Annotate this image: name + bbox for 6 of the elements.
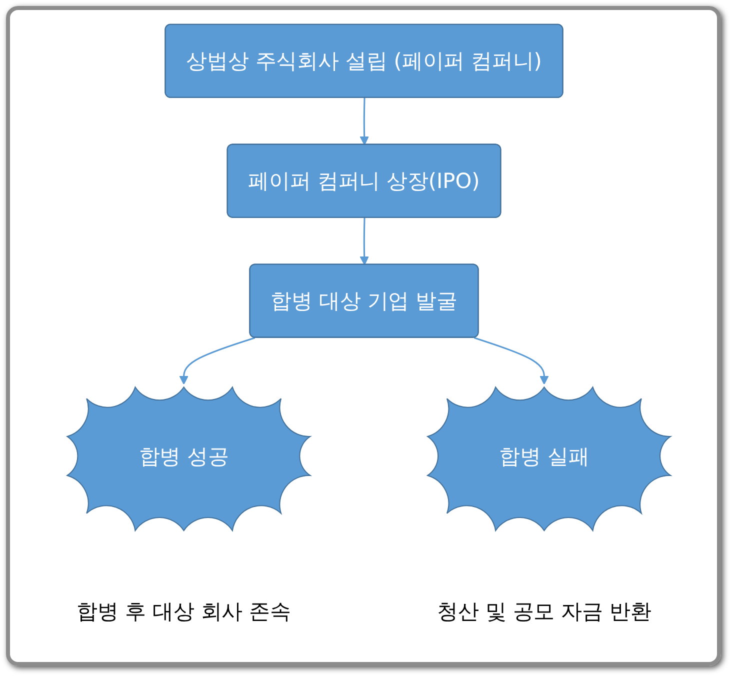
arrow <box>359 98 368 146</box>
arrow <box>473 337 548 385</box>
node-label: 합병 후 대상 회사 존속 <box>76 598 290 624</box>
node-label: 청산 및 공모 자금 반환 <box>436 598 651 624</box>
arrow <box>359 218 368 266</box>
arrow <box>178 337 255 385</box>
